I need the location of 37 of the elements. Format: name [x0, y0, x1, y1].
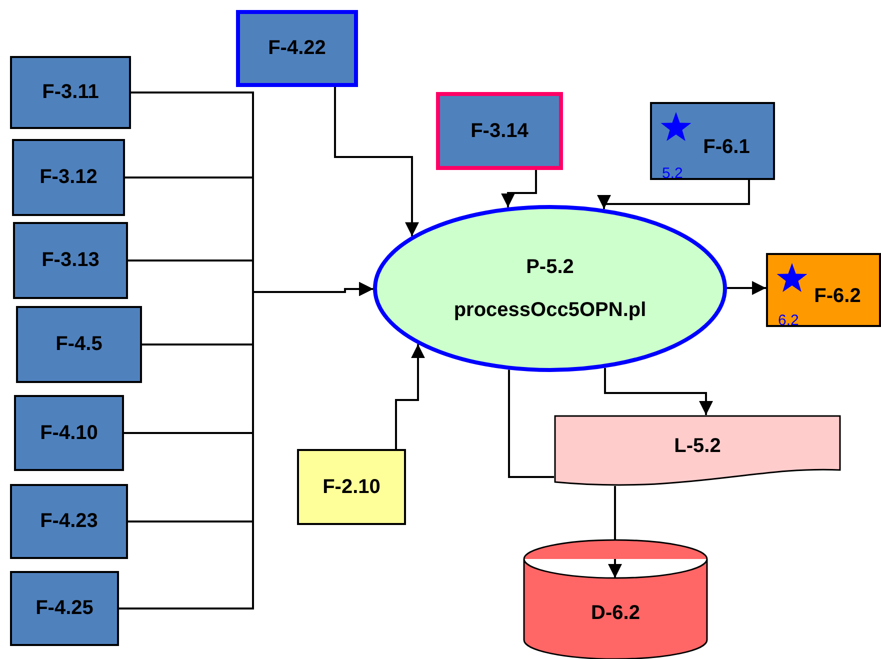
file-box [16, 306, 142, 383]
node-label: L-5.2 [674, 435, 721, 458]
connector-arrow [395, 344, 425, 449]
node-label: F-3.14 [470, 120, 528, 142]
node-label: F-4.5 [56, 333, 102, 356]
number-label: 5.2 [662, 165, 683, 182]
node-label: F-3.11 [42, 81, 99, 104]
file-box [436, 92, 563, 170]
node-label: F-3.12 [40, 166, 98, 189]
file-box [650, 102, 775, 180]
node-label: F-3.13 [42, 249, 100, 272]
node-label: P-5.2 [526, 256, 574, 278]
file-box [10, 56, 131, 129]
file-box [10, 484, 128, 559]
number-label: 6.2 [778, 312, 799, 329]
connector-arrow [727, 281, 766, 295]
file-box [236, 10, 358, 87]
file-box [10, 571, 119, 646]
node-label: processOcc5OPN.pl [454, 298, 646, 322]
node-label: F-4.22 [268, 37, 326, 60]
connector-arrow [119, 282, 373, 610]
file-box [13, 222, 128, 299]
file-box [14, 395, 124, 471]
node-label: F-4.23 [40, 510, 98, 533]
file-box [297, 449, 406, 525]
node-label: D-6.2 [591, 602, 640, 625]
connector-arrow [597, 180, 750, 209]
node-label: F-2.10 [322, 476, 380, 498]
node-label: F-4.25 [36, 597, 94, 620]
connector-arrow [334, 87, 419, 236]
node-label: F-6.1 [703, 136, 750, 158]
node-label: F-4.10 [40, 422, 98, 444]
connector-arrow [501, 170, 537, 208]
file-box [12, 139, 125, 216]
connector-arrow [604, 368, 713, 415]
file-box [766, 253, 881, 327]
node-label: F-6.2 [814, 284, 861, 308]
